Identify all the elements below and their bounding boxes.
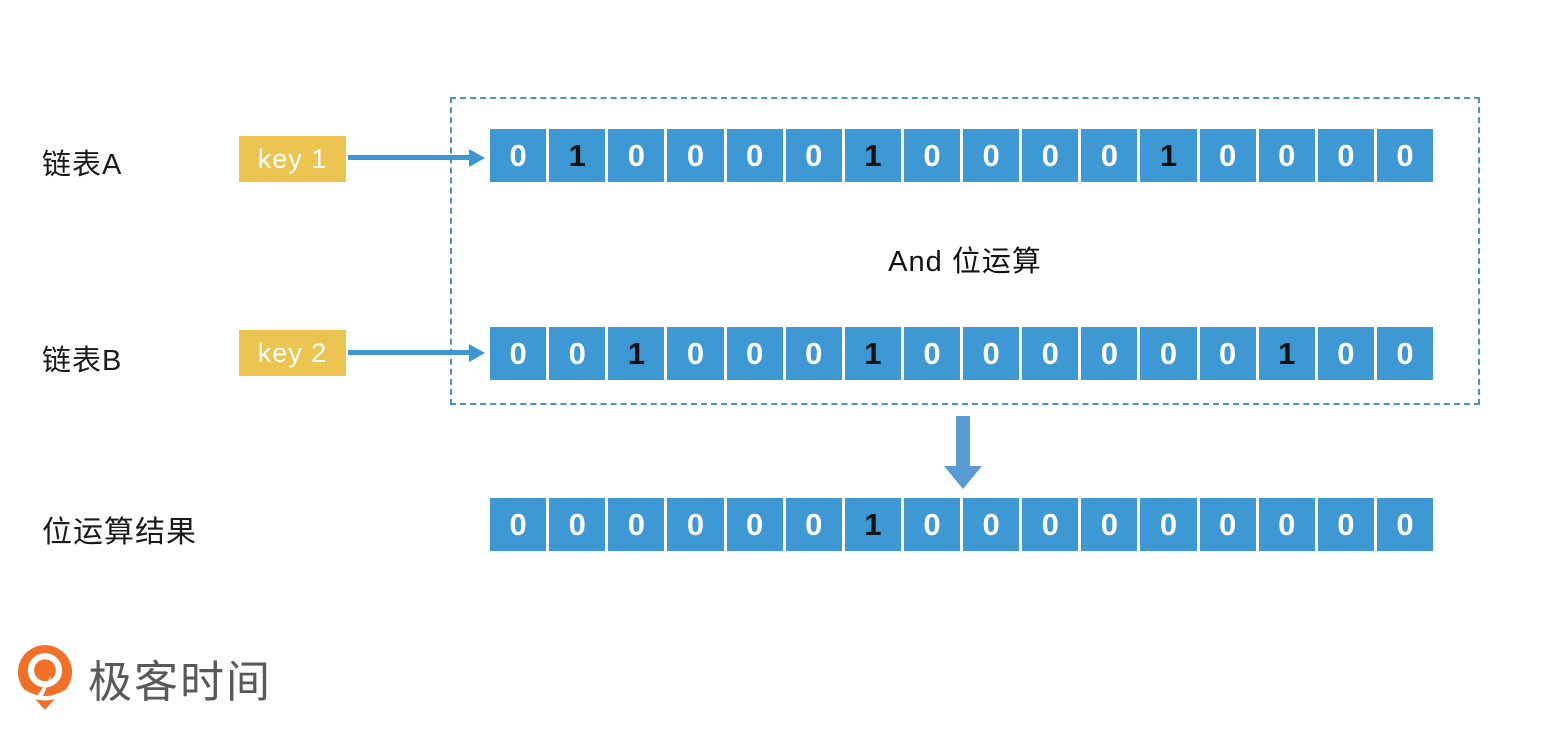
bit-cell: 0 <box>1081 498 1138 551</box>
down-arrow-icon <box>944 416 982 489</box>
dashed-group-box <box>450 97 1480 405</box>
bit-cell: 0 <box>785 327 842 380</box>
bit-cell: 0 <box>726 498 783 551</box>
key-1-box: key 1 <box>239 136 346 182</box>
geektime-logo-text: 极客时间 <box>88 658 272 707</box>
bit-cell: 0 <box>1081 327 1138 380</box>
down-arrow-head <box>944 466 982 489</box>
bit-cell: 1 <box>608 327 665 380</box>
bit-cell: 0 <box>963 327 1020 380</box>
bit-cell: 0 <box>1376 129 1433 182</box>
geektime-logo-icon <box>17 645 73 710</box>
bit-cell: 0 <box>667 129 724 182</box>
bit-cell: 0 <box>490 327 547 380</box>
bit-cell: 0 <box>549 327 606 380</box>
bit-cell: 0 <box>903 327 960 380</box>
bit-cell: 1 <box>844 129 901 182</box>
bit-cell: 0 <box>963 129 1020 182</box>
bit-cell: 0 <box>1199 129 1256 182</box>
list-a-label: 链表A <box>42 149 123 181</box>
bit-cell: 0 <box>903 498 960 551</box>
bit-cell: 0 <box>490 498 547 551</box>
bit-cell: 0 <box>726 129 783 182</box>
bit-cell: 0 <box>667 498 724 551</box>
bit-cell: 0 <box>785 498 842 551</box>
bit-cell: 0 <box>726 327 783 380</box>
result-label: 位运算结果 <box>42 516 197 549</box>
bit-cell: 0 <box>667 327 724 380</box>
bit-cell: 0 <box>490 129 547 182</box>
bit-cell: 0 <box>903 129 960 182</box>
bit-cell: 0 <box>1199 498 1256 551</box>
bit-cell: 0 <box>1081 129 1138 182</box>
bit-cell: 0 <box>1140 327 1197 380</box>
bit-cell: 0 <box>1022 498 1079 551</box>
bit-cell: 0 <box>1258 498 1315 551</box>
bit-cell: 1 <box>549 129 606 182</box>
bit-cell: 0 <box>1376 327 1433 380</box>
bit-cell: 0 <box>1258 129 1315 182</box>
bit-cell: 0 <box>549 498 606 551</box>
bit-cell: 0 <box>1317 498 1374 551</box>
bit-cell: 0 <box>608 498 665 551</box>
down-arrow-shaft <box>956 416 970 466</box>
arrow-key1-to-bits <box>348 148 485 167</box>
list-b-label: 链表B <box>42 345 123 377</box>
geektime-logo: 极客时间 <box>16 644 272 712</box>
bit-cell: 0 <box>1376 498 1433 551</box>
bit-cell: 1 <box>1258 327 1315 380</box>
and-operation-label: And 位运算 <box>888 246 1042 278</box>
bit-cell: 0 <box>1022 129 1079 182</box>
bit-cell: 0 <box>785 129 842 182</box>
bit-cell: 0 <box>1317 129 1374 182</box>
bit-cell: 0 <box>963 498 1020 551</box>
bit-cell: 1 <box>844 498 901 551</box>
bit-cell: 0 <box>1317 327 1374 380</box>
key-2-box: key 2 <box>239 330 346 376</box>
bit-cell: 1 <box>844 327 901 380</box>
bit-cell: 0 <box>608 129 665 182</box>
bit-cell: 0 <box>1199 327 1256 380</box>
arrow-key2-to-bits <box>348 343 485 362</box>
bit-cell: 1 <box>1140 129 1197 182</box>
bit-cell: 0 <box>1140 498 1197 551</box>
bit-cell: 0 <box>1022 327 1079 380</box>
